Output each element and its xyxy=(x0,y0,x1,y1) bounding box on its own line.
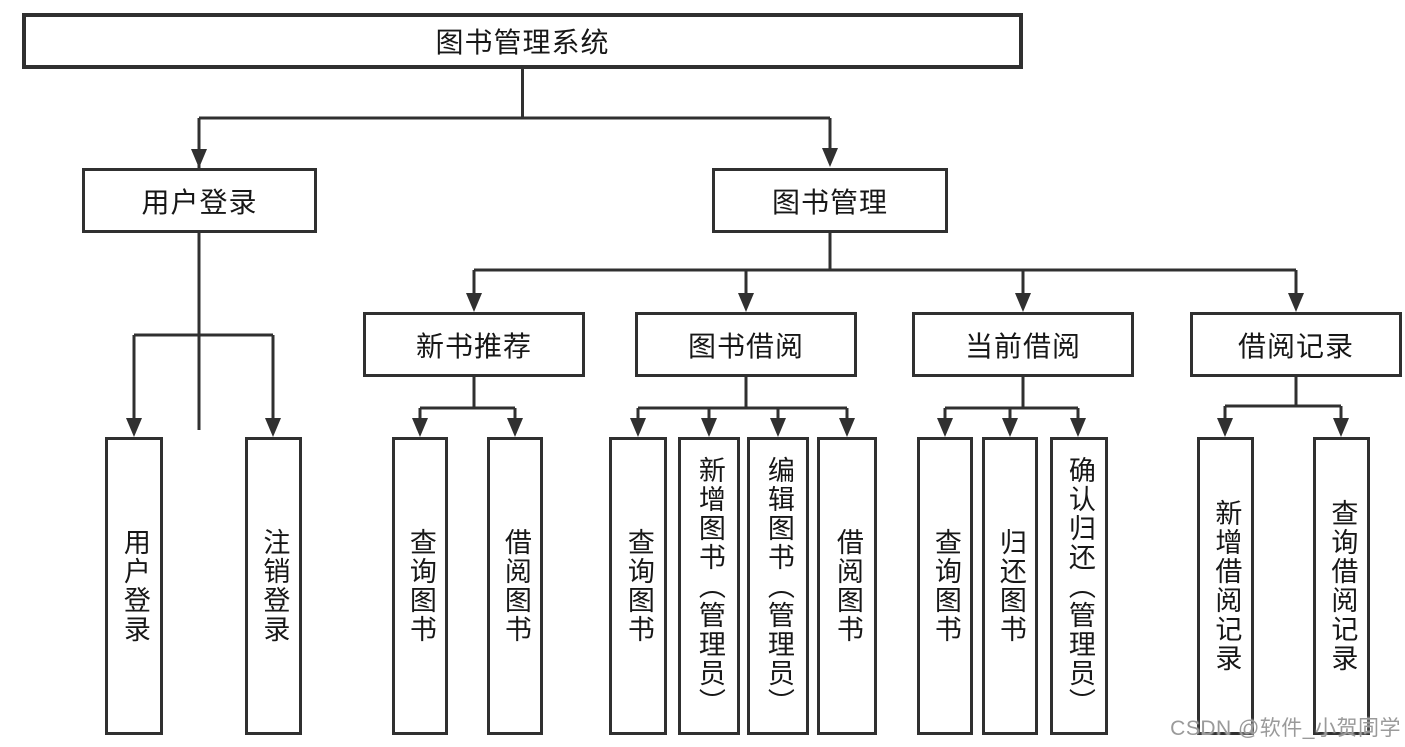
leaf-add-borrow-record: 新增借阅记录 xyxy=(1197,437,1254,735)
arrowhead-icon xyxy=(1002,418,1018,437)
leaf-borrow-books-recommend: 借阅图书 xyxy=(487,437,543,735)
node-book-borrow: 图书借阅 xyxy=(635,312,857,377)
arrowhead-icon xyxy=(466,293,482,312)
arrowhead-icon xyxy=(412,418,428,437)
connector-bookborrow-leaves xyxy=(636,377,849,431)
arrowhead-icon xyxy=(701,418,717,437)
leaf-logout: 注销登录 xyxy=(245,437,302,735)
leaf-query-books-current: 查询图书 xyxy=(917,437,973,735)
leaf-edit-book-admin: 编辑图书（管理员） xyxy=(747,437,809,735)
arrowhead-icons xyxy=(126,148,1349,437)
arrowhead-icon xyxy=(770,418,786,437)
leaf-query-books-recommend: 查询图书 xyxy=(392,437,448,735)
connector-newbook-leaves xyxy=(418,377,517,431)
node-book-management: 图书管理 xyxy=(712,168,948,233)
arrowhead-icon xyxy=(738,293,754,312)
arrowhead-icon xyxy=(1288,293,1304,312)
arrowhead-icon xyxy=(126,418,142,437)
arrowhead-icon xyxy=(630,418,646,437)
arrowhead-icon xyxy=(191,149,207,168)
node-library-management-system: 图书管理系统 xyxy=(22,13,1023,69)
leaf-borrow-books: 借阅图书 xyxy=(817,437,877,735)
leaf-confirm-return-admin: 确认归还（管理员） xyxy=(1050,437,1108,735)
arrowhead-icon xyxy=(265,418,281,437)
connector-root-l2 xyxy=(197,69,832,430)
arrowhead-icon xyxy=(937,418,953,437)
connector-paths xyxy=(132,69,1343,431)
connector-bookmgmt-l3 xyxy=(472,233,1298,306)
leaf-query-borrow-record: 查询借阅记录 xyxy=(1313,437,1370,735)
node-current-borrow: 当前借阅 xyxy=(912,312,1134,377)
leaf-add-book-admin: 新增图书（管理员） xyxy=(678,437,740,735)
leaf-query-books-borrow: 查询图书 xyxy=(609,437,667,735)
arrowhead-icon xyxy=(1015,293,1031,312)
arrowhead-icon xyxy=(1217,418,1233,437)
node-borrow-records: 借阅记录 xyxy=(1190,312,1402,377)
arrowhead-icon xyxy=(839,418,855,437)
arrowhead-icon xyxy=(822,148,838,167)
arrowhead-icon xyxy=(507,418,523,437)
arrowhead-icon xyxy=(1333,418,1349,437)
arrowhead-icon xyxy=(1070,418,1086,437)
leaf-user-login: 用户登录 xyxy=(105,437,163,735)
connector-records-leaves xyxy=(1223,377,1343,431)
node-new-book-recommend: 新书推荐 xyxy=(363,312,585,377)
leaf-return-book: 归还图书 xyxy=(982,437,1038,735)
watermark: CSDN @软件_小贺同学 xyxy=(1170,717,1401,740)
connector-userlogin-leaves xyxy=(132,233,275,431)
node-user-login: 用户登录 xyxy=(82,168,317,233)
